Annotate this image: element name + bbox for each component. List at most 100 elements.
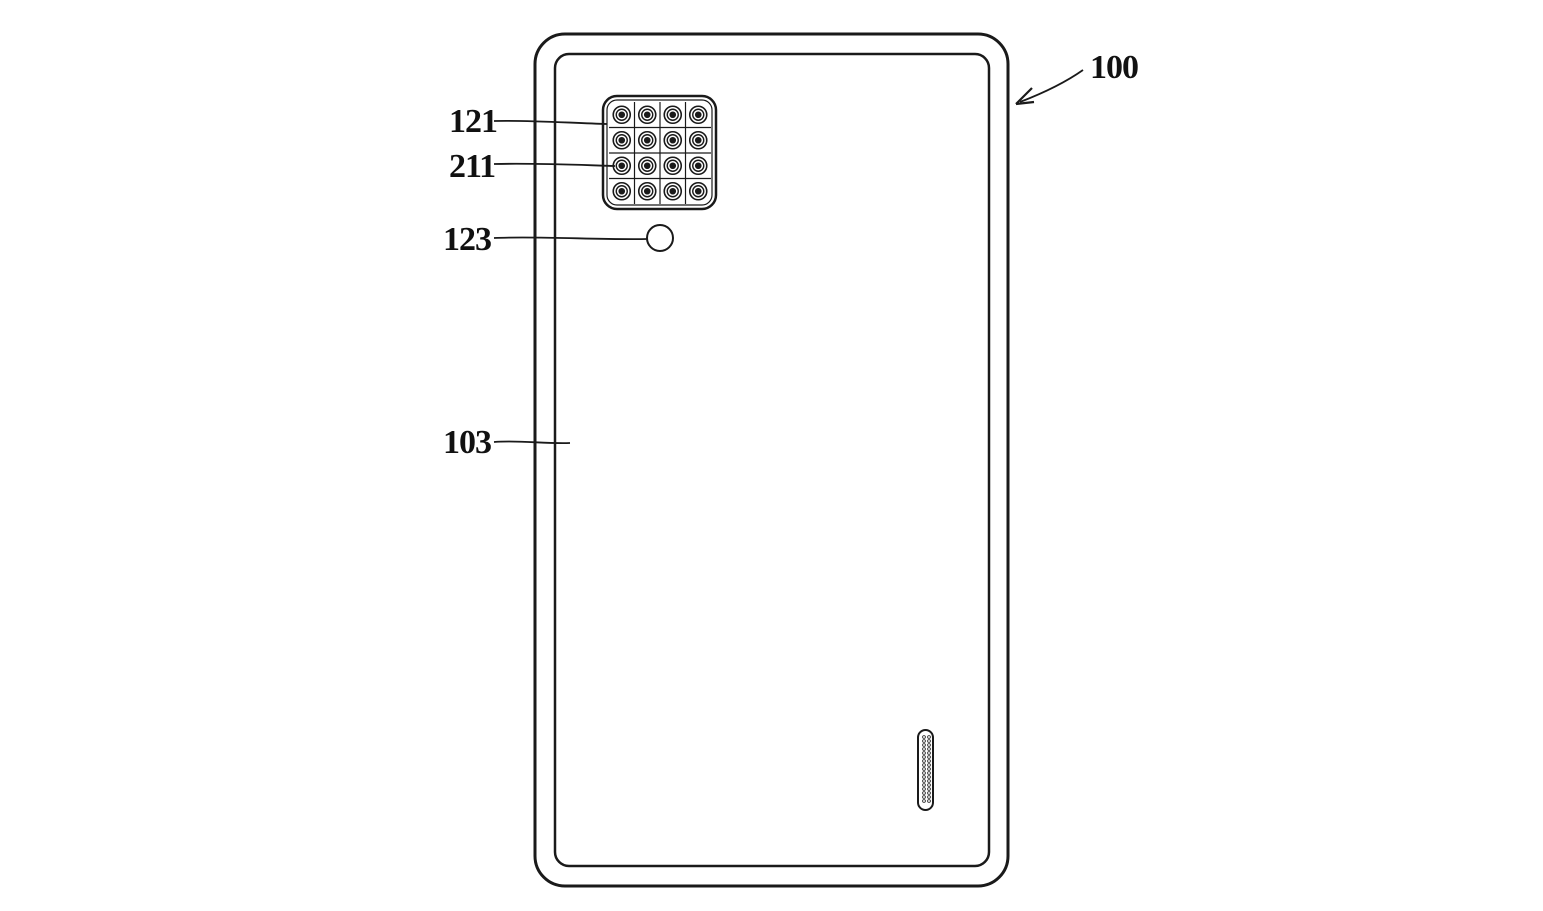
grille-hole xyxy=(927,743,931,747)
speaker-grille-outline xyxy=(917,729,934,811)
lens-ring xyxy=(688,105,708,125)
arrowhead-100 xyxy=(1015,87,1035,106)
lens-ring xyxy=(618,162,626,170)
camera-lens-icon xyxy=(688,105,708,125)
camera-lens-icon xyxy=(688,156,708,176)
lens-ring xyxy=(663,105,683,125)
grille-hole xyxy=(922,739,926,743)
camera-lens-icon xyxy=(637,181,657,201)
camera-lens-icon xyxy=(612,130,632,150)
lens-ring xyxy=(694,136,702,144)
lens-ring xyxy=(618,111,626,119)
lens-ring xyxy=(692,185,705,198)
leader-line-121 xyxy=(493,119,608,125)
lens-ring xyxy=(694,162,702,170)
grille-hole xyxy=(922,787,926,791)
lens-ring xyxy=(615,159,628,172)
grille-hole xyxy=(927,783,931,787)
leader-line-211 xyxy=(493,162,616,167)
grille-hole xyxy=(922,755,926,759)
lens-ring xyxy=(666,185,679,198)
lens-ring xyxy=(643,187,651,195)
flash-icon xyxy=(646,224,674,252)
lens-ring xyxy=(612,181,632,201)
grille-hole xyxy=(927,735,931,739)
grille-hole xyxy=(927,775,931,779)
label-rear-case: 103 xyxy=(443,424,491,461)
lens-ring xyxy=(641,159,654,172)
lens-grid xyxy=(609,102,711,204)
lens-ring xyxy=(615,108,628,121)
grille-hole xyxy=(922,799,926,803)
lens-ring xyxy=(692,159,705,172)
lens-ring xyxy=(666,108,679,121)
lens-ring xyxy=(641,108,654,121)
label-flash: 123 xyxy=(443,221,491,258)
device-body xyxy=(533,32,1010,888)
rear-case-panel xyxy=(553,52,991,868)
lens-ring xyxy=(643,111,651,119)
lens-ring xyxy=(641,185,654,198)
lens-ring xyxy=(694,187,702,195)
lens-ring xyxy=(663,130,683,150)
grille-hole xyxy=(922,791,926,795)
lens-ring xyxy=(637,130,657,150)
label-device: 100 xyxy=(1090,49,1138,86)
leader-line-123 xyxy=(493,236,648,241)
grille-hole xyxy=(922,775,926,779)
camera-lens-icon xyxy=(688,181,708,201)
grille-hole xyxy=(922,743,926,747)
lens-ring xyxy=(641,134,654,147)
lens-ring xyxy=(666,159,679,172)
grille-hole xyxy=(922,767,926,771)
label-camera-module: 121 xyxy=(449,103,497,140)
lens-ring xyxy=(637,105,657,125)
grille-hole xyxy=(922,763,926,767)
grille-hole xyxy=(927,799,931,803)
grille-hole xyxy=(927,791,931,795)
grille-hole xyxy=(922,779,926,783)
leader-lines xyxy=(493,69,1084,445)
camera-lens-icon xyxy=(663,130,683,150)
camera-lens-icon xyxy=(663,105,683,125)
grille-hole xyxy=(922,771,926,775)
speaker-grille-holes xyxy=(922,735,931,803)
lens-ring xyxy=(692,108,705,121)
lens-ring xyxy=(669,187,677,195)
lens-ring xyxy=(688,181,708,201)
lens-ring xyxy=(637,156,657,176)
lens-ring xyxy=(688,130,708,150)
camera-lens-icon xyxy=(663,181,683,201)
grille-hole xyxy=(927,771,931,775)
lens-ring xyxy=(669,111,677,119)
camera-lens-icon xyxy=(637,156,657,176)
camera-lens-icon xyxy=(612,181,632,201)
grille-hole xyxy=(927,779,931,783)
grille-hole xyxy=(922,783,926,787)
lens-ring xyxy=(643,136,651,144)
lens-ring xyxy=(643,162,651,170)
camera-module-inner xyxy=(606,99,713,206)
grille-hole xyxy=(922,795,926,799)
leader-line-100 xyxy=(1019,69,1084,103)
grille-hole xyxy=(922,747,926,751)
lens-ring xyxy=(688,156,708,176)
grille-hole xyxy=(927,763,931,767)
grille-hole xyxy=(922,751,926,755)
leader-line-103 xyxy=(493,440,571,445)
lens-ring xyxy=(618,136,626,144)
label-camera-lens: 211 xyxy=(449,148,495,185)
lens-ring xyxy=(615,185,628,198)
lens-ring xyxy=(666,134,679,147)
lens-ring xyxy=(669,162,677,170)
grille-hole xyxy=(927,767,931,771)
lens-ring xyxy=(612,130,632,150)
lens-ring xyxy=(612,105,632,125)
grille-hole xyxy=(927,755,931,759)
grille-hole xyxy=(927,787,931,791)
device-outer-frame xyxy=(533,32,1010,888)
camera-lens-icon xyxy=(663,156,683,176)
lens-ring xyxy=(694,111,702,119)
lens-ring xyxy=(618,187,626,195)
